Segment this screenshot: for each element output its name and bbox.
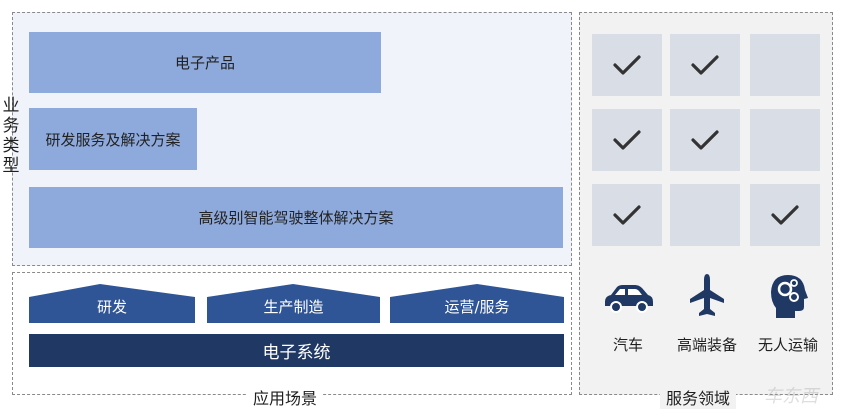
car-icon	[605, 285, 653, 313]
watermark-text: 车东西	[764, 386, 818, 407]
stage-shape-rd	[29, 284, 195, 323]
check-icon	[691, 55, 719, 75]
label-unmanned-transport: 无人运输	[757, 336, 818, 354]
service-domain-caption: 服务领域	[660, 385, 737, 409]
check-icon	[613, 130, 641, 150]
service-grid-cell	[670, 34, 740, 96]
check-icon	[691, 130, 719, 150]
check-icon	[613, 205, 641, 225]
stage-rd: 研发	[96, 298, 127, 316]
service-grid-cell	[670, 109, 740, 171]
check-icon	[771, 205, 799, 225]
airplane-icon	[690, 274, 724, 316]
service-grid-cell	[750, 184, 820, 246]
service-grid-cell	[592, 109, 662, 171]
service-grid-cell	[592, 34, 662, 96]
business-type-label: 业务类型	[2, 96, 20, 176]
stage-operation-service: 运营/服务	[444, 298, 510, 316]
label-high-end-equipment: 高端装备	[676, 336, 737, 354]
service-grid-cell	[592, 184, 662, 246]
stage-shape-operation	[390, 284, 564, 323]
service-grid-cell	[750, 34, 820, 96]
stage-shape-manufacturing	[207, 284, 380, 323]
electronic-system-bar: 电子系统	[29, 334, 564, 367]
stage-manufacturing: 生产制造	[263, 298, 324, 316]
application-scenario-caption: 应用场景	[247, 385, 324, 409]
label-automotive: 汽车	[612, 336, 643, 354]
check-icon	[613, 55, 641, 75]
electronic-products-bar: 电子产品	[29, 32, 381, 93]
rd-services-bar: 研发服务及解决方案	[29, 108, 197, 170]
autonomous-driving-solution-bar: 高级别智能驾驶整体解决方案	[29, 187, 563, 248]
service-grid-cell	[750, 109, 820, 171]
service-grid-cell	[670, 184, 740, 246]
ai-head-icon	[771, 275, 808, 318]
